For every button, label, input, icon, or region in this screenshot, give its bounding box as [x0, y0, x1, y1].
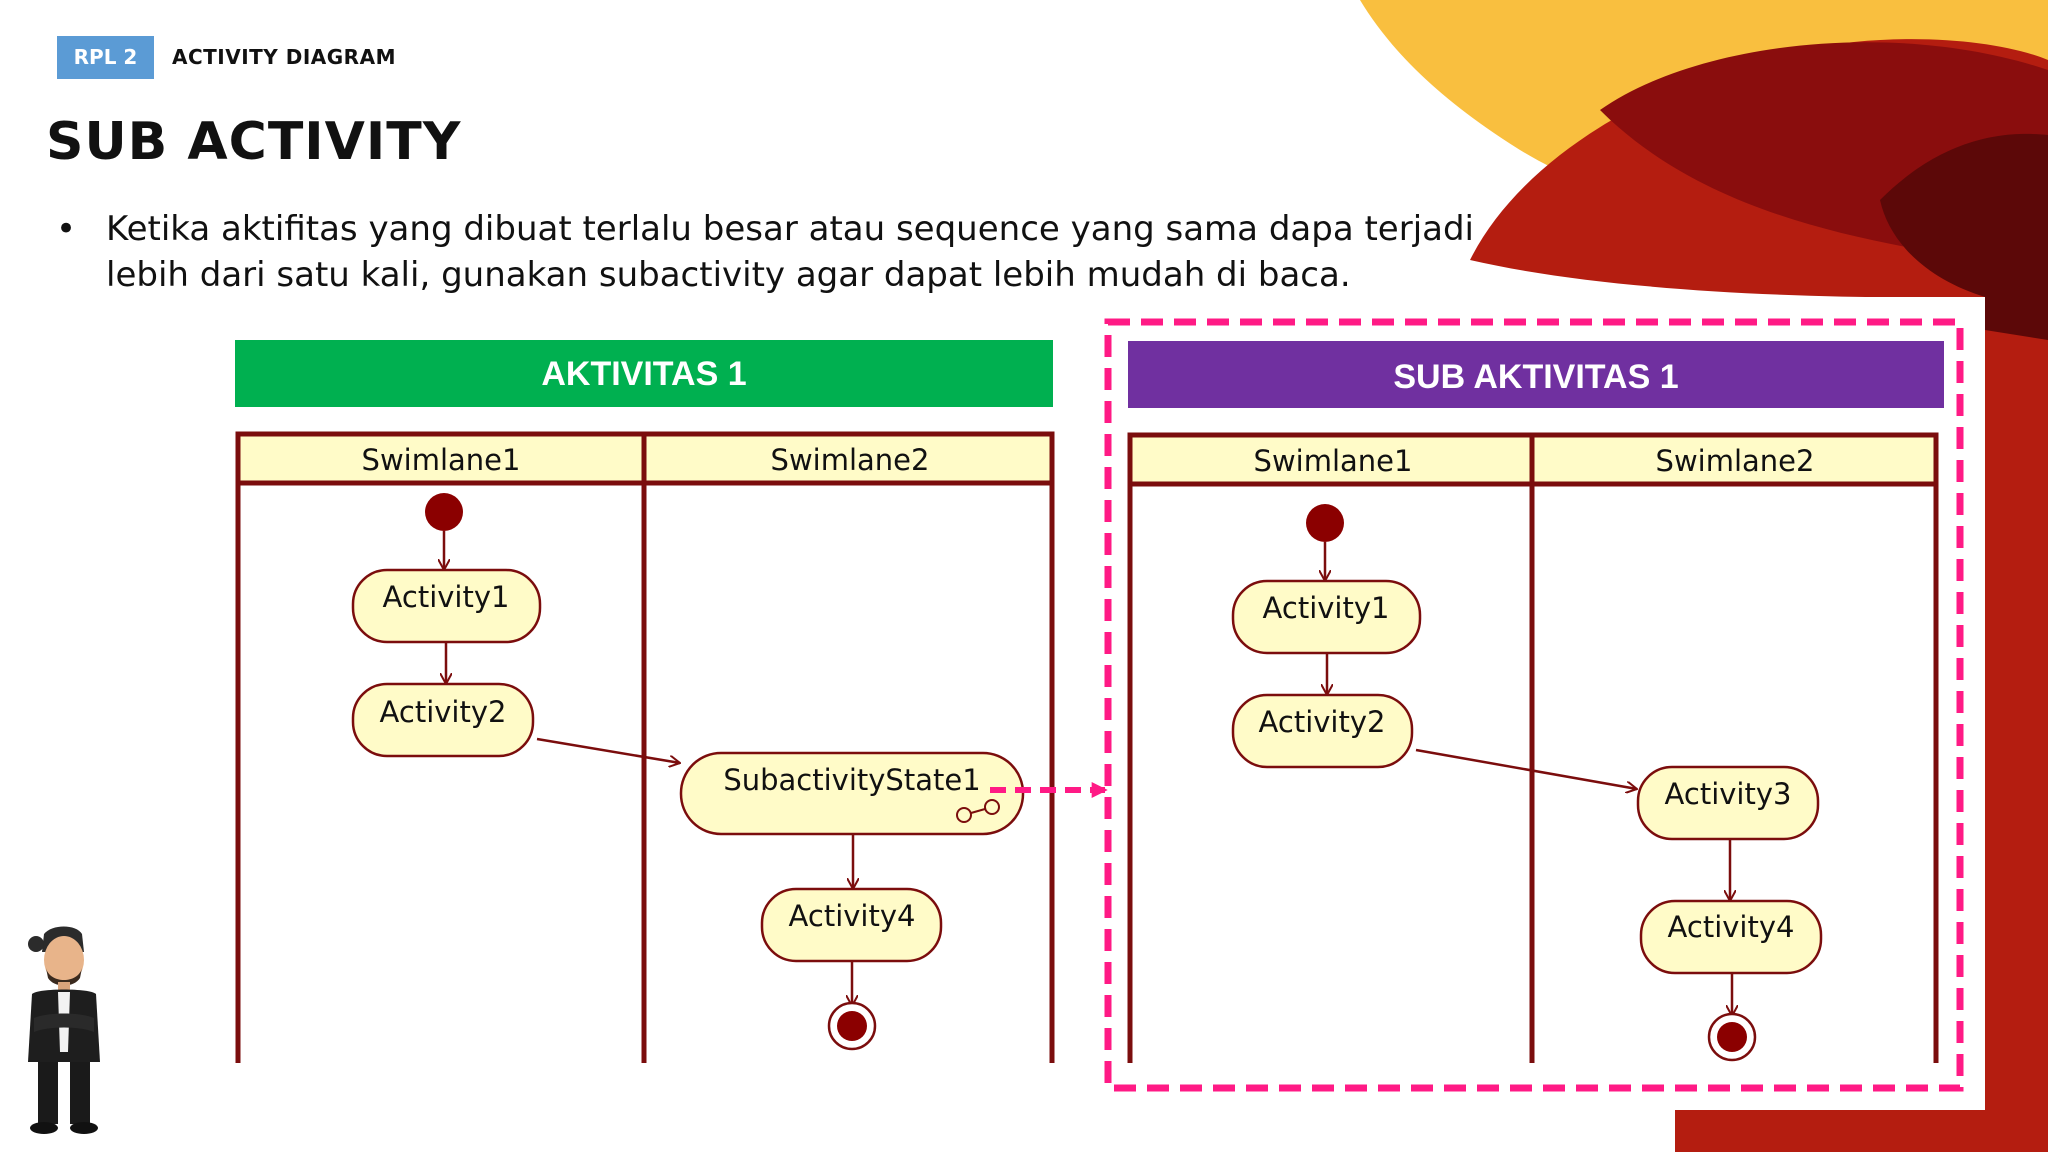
right-node-activity1-label: Activity1: [1263, 591, 1390, 625]
left-lane-header-2: [641, 431, 1055, 486]
bullet-text: Ketika aktifitas yang dibuat terlalu bes…: [106, 209, 1475, 295]
left-flow-a2-sub: [536, 737, 680, 763]
right-lane-label-1: Swimlane1: [1254, 444, 1413, 478]
right-lane-label-2: Swimlane2: [1656, 444, 1815, 478]
header-title: ACTIVITY DIAGRAM: [172, 45, 396, 69]
right-node-activity3: [1636, 765, 1820, 841]
left-node-activity4-label: Activity4: [789, 899, 916, 933]
right-banner: [1128, 341, 1944, 408]
right-initial-node: [1306, 504, 1344, 542]
right-node-activity2: [1231, 693, 1414, 769]
left-lane-header-1: [235, 431, 647, 486]
deco-maroon-shape: [1880, 133, 2048, 340]
right-diagram: SUB AKTIVITAS 1 Swimlane1 Swimlane2 Acti…: [1127, 341, 1944, 1063]
left-banner-title: AKTIVITAS 1: [541, 355, 746, 393]
left-node-subactivity-label: SubactivityState1: [723, 763, 980, 797]
left-final-node: [827, 1001, 877, 1051]
left-lane-label-1: Swimlane1: [362, 443, 521, 477]
presenter-avatar-icon: [28, 926, 100, 1134]
right-node-activity2-label: Activity2: [1259, 705, 1386, 739]
right-node-activity4-label: Activity4: [1668, 910, 1795, 944]
left-node-activity2: [351, 682, 535, 758]
subactivity-highlight-frame: [1104, 318, 1964, 1092]
bullet-point: • Ketika aktifitas yang dibuat terlalu b…: [56, 206, 1516, 298]
subactivity-glasses-icon: [956, 799, 1000, 823]
left-diagram: AKTIVITAS 1 Swimlane1 Swimlane2 Activity…: [235, 340, 1055, 1063]
bullet-symbol: •: [56, 209, 77, 249]
left-node-activity2-label: Activity2: [380, 695, 507, 729]
right-flow-a2-a3: [1415, 748, 1637, 789]
left-lane-label-2: Swimlane2: [771, 443, 930, 477]
left-initial-node: [425, 493, 463, 531]
left-banner: [235, 340, 1053, 407]
right-final-node: [1707, 1012, 1757, 1062]
left-node-activity1-label: Activity1: [383, 580, 510, 614]
right-banner-title: SUB AKTIVITAS 1: [1393, 358, 1678, 396]
right-node-activity3-label: Activity3: [1665, 777, 1792, 811]
right-lane-header-2: [1529, 432, 1939, 487]
header-tag: RPL 2: [57, 36, 154, 79]
page-title: SUB ACTIVITY: [46, 112, 462, 172]
